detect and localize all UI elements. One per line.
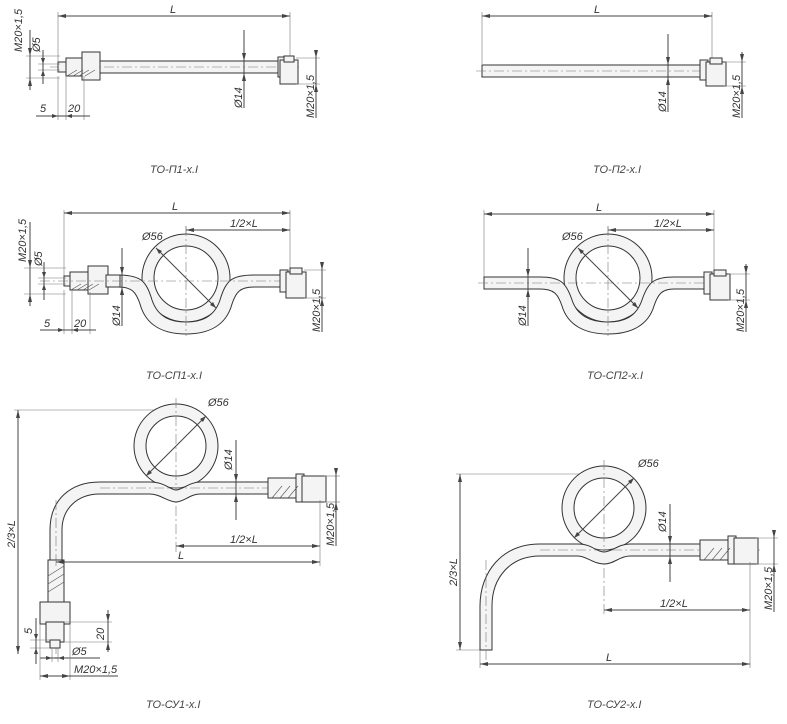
dim-5: 5 xyxy=(44,318,51,330)
dim-5: 5 xyxy=(40,103,47,115)
dim-thread-right: M20×1,5 xyxy=(311,288,323,332)
dim-l: L xyxy=(594,4,600,16)
nut-right xyxy=(709,273,731,301)
nut-right xyxy=(705,61,727,87)
dim-d14: Ø14 xyxy=(111,305,123,327)
union-nut xyxy=(39,601,71,625)
dim-d5: Ø5 xyxy=(71,646,88,658)
drawing-to-sp2: L 1/2×L Ø56 Ø14 M20×1,5 ТО-СП2-х.I xyxy=(478,202,750,382)
drawing-to-sp1: L 1/2×L Ø56 M20×1,5 xyxy=(17,201,326,382)
tube xyxy=(479,543,703,651)
dim-20: 20 xyxy=(73,318,87,330)
dim-20: 20 xyxy=(95,627,107,641)
dim-l: L xyxy=(596,202,602,214)
dim-thread-right: M20×1,5 xyxy=(763,566,775,610)
dim-thread-right: M20×1,5 xyxy=(305,74,317,118)
dim-two-thirds-l: 2/3×L xyxy=(448,558,460,587)
nut-right xyxy=(733,537,759,565)
dim-d56: Ø56 xyxy=(637,458,660,470)
dim-half-l: 1/2×L xyxy=(230,534,258,546)
dim-d56: Ø56 xyxy=(561,231,584,243)
dim-d14: Ø14 xyxy=(657,511,669,533)
dim-l: L xyxy=(170,4,176,16)
dim-thread-right: M20×1,5 xyxy=(731,74,743,118)
caption: ТО-СУ2-х.I xyxy=(587,699,641,711)
dim-two-thirds-l: 2/3×L xyxy=(6,520,18,549)
caption: ТО-П2-х.I xyxy=(593,164,641,176)
drawing-to-p1: L M20×1,5 Ø5 5 2 xyxy=(13,4,320,176)
dim-d14: Ø14 xyxy=(233,87,245,109)
drawing-to-su2: 2/3×L Ø56 Ø14 M20×1,5 1/2×L xyxy=(448,458,778,711)
dim-d5: Ø5 xyxy=(33,250,45,267)
caption: ТО-СП2-х.I xyxy=(587,370,643,382)
dim-5: 5 xyxy=(23,627,35,634)
dim-l: L xyxy=(172,201,178,213)
caption: ТО-СП1-х.I xyxy=(146,370,202,382)
dim-d56: Ø56 xyxy=(207,397,230,409)
nut-right xyxy=(285,271,307,299)
dim-d14: Ø14 xyxy=(657,91,669,113)
dim-thread-right: M20×1,5 xyxy=(735,288,747,332)
union-nut xyxy=(81,51,101,81)
dim-half-l: 1/2×L xyxy=(660,598,688,610)
drawing-to-p2: L Ø14 M20×1,5 ТО-П2-х.I xyxy=(476,4,746,176)
dim-half-l: 1/2×L xyxy=(230,218,258,230)
dim-l: L xyxy=(178,550,184,562)
dim-thread-right: M20×1,5 xyxy=(325,502,337,546)
dim-thread-left: M20×1,5 xyxy=(17,218,29,262)
caption: ТО-СУ1-х.I xyxy=(146,699,200,711)
caption: ТО-П1-х.I xyxy=(150,164,198,176)
dim-d56: Ø56 xyxy=(141,231,164,243)
dim-d14: Ø14 xyxy=(517,305,529,327)
dim-half-l: 1/2×L xyxy=(654,218,682,230)
dim-d14: Ø14 xyxy=(223,449,235,471)
nut-right xyxy=(279,59,299,85)
dim-20: 20 xyxy=(67,103,81,115)
dim-thread-bottom: M20×1,5 xyxy=(74,664,118,676)
union-nut xyxy=(87,265,109,295)
drawing-to-su1: 2/3×L Ø56 Ø14 xyxy=(6,397,340,711)
nut-right xyxy=(301,475,327,503)
dim-d5: Ø5 xyxy=(31,36,43,53)
tube xyxy=(49,481,271,561)
dim-thread-left: M20×1,5 xyxy=(13,8,25,52)
dim-l: L xyxy=(606,652,612,664)
